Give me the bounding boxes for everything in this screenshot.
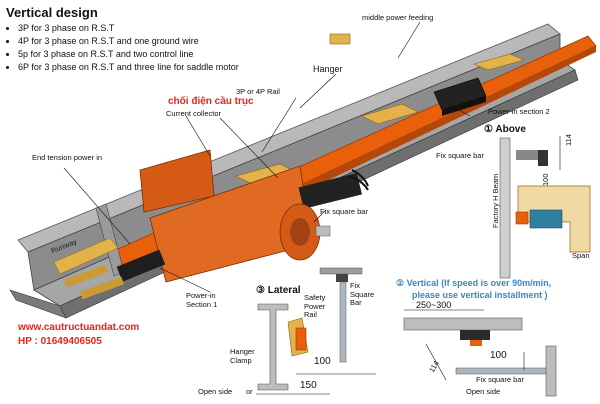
- label-span: Span: [572, 251, 590, 260]
- heading-above: ① Above: [484, 124, 526, 135]
- label-current-collector: Current collector: [166, 109, 222, 118]
- hangers: [235, 33, 525, 185]
- lateral-detail: [256, 267, 376, 395]
- label-fix-square-bar-above: Fix square bar: [436, 151, 484, 160]
- label-end-tension: End tension power in: [32, 153, 103, 162]
- leader-lines: [63, 21, 471, 293]
- vertical-detail: [403, 309, 557, 397]
- vertical-note-line1: ② Vertical (If speed is over 90m/min,: [396, 278, 552, 288]
- dimension-150: 150: [300, 380, 317, 391]
- diagram-title: Vertical design: [6, 5, 98, 20]
- watermark-text: chối điện cầu trục: [168, 96, 254, 107]
- vertical-note-line2: please use vertical installment ): [412, 290, 548, 300]
- bullet-item: 3P for 3 phase on R.S.T: [18, 22, 239, 35]
- heading-lateral: ③ Lateral: [256, 285, 301, 296]
- label-power-in-2: Power-in section 2: [488, 107, 550, 116]
- dimension-250-300: 250~300: [416, 300, 452, 310]
- dimension-100-vertical: 100: [490, 350, 507, 361]
- label-open-side-vertical: Open side: [466, 387, 501, 396]
- label-rail-type: 3P or 4P Rail: [236, 87, 280, 96]
- middle-power-feeding-box: [433, 77, 487, 116]
- label-hanger-clamp: Hanger Clamp: [230, 347, 255, 365]
- website-text: www.cautructuandat.com: [18, 322, 140, 333]
- end-tension-bracket: [53, 203, 166, 300]
- label-power-in-1-section: Section 1: [186, 300, 218, 309]
- label-fix-square-bar: Fix square bar: [320, 207, 368, 216]
- label-hanger: Hanger: [313, 64, 343, 74]
- dimension-100-lateral: 100: [314, 356, 331, 367]
- label-fix-square-bar-side: Fix Square Bar: [350, 281, 375, 308]
- dimension-114-above: 114: [564, 134, 573, 146]
- bullet-item: 4P for 3 phase on R.S.T and one ground w…: [18, 35, 239, 48]
- dimension-100-above: 100: [541, 173, 550, 186]
- bullet-item: 5p for 3 phase on R.S.T and two control …: [18, 48, 239, 61]
- label-middle-power-feeding: middle power feeding: [362, 13, 434, 22]
- label-fix-square-bar-vertical: Fix square bar: [476, 375, 524, 384]
- bullet-item: 6P for 3 phase on R.S.T and three line f…: [18, 61, 239, 74]
- label-open-side: Open side: [198, 387, 233, 396]
- label-power-in-1: Power-in: [186, 291, 216, 300]
- label-factory-h-beam: Factory H Beam: [491, 173, 500, 228]
- current-collector-motor: [139, 149, 369, 283]
- bullet-list: 3P for 3 phase on R.S.T 4P for 3 phase o…: [6, 22, 239, 74]
- phone-text: HP : 01649406505: [18, 336, 102, 347]
- label-safety-power-rail: Safety Power Rail: [304, 293, 326, 320]
- above-detail: [499, 136, 591, 279]
- label-or: or: [246, 387, 253, 396]
